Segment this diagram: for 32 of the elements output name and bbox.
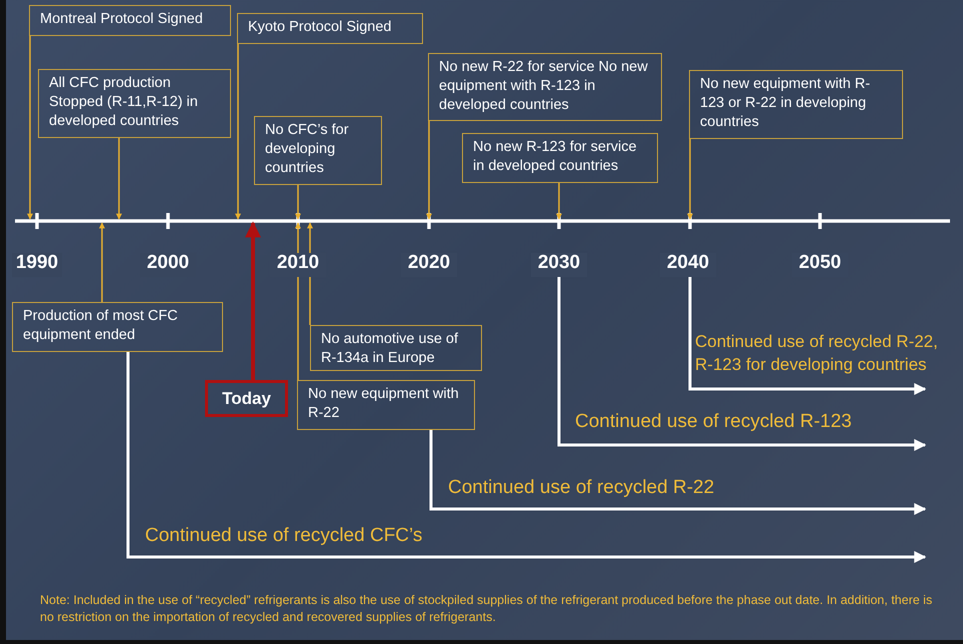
leader-line <box>235 44 241 220</box>
leader-line <box>116 138 122 220</box>
event-box: All CFC production Stopped (R-11,R-12) in developed countries <box>38 69 231 138</box>
arrow <box>430 430 926 515</box>
edge-label: Continued use of recycled R-22, R-123 for developing countries <box>695 331 939 376</box>
year-label: 1990 <box>12 253 62 277</box>
event-box: No CFC’s for developing countries <box>254 116 382 185</box>
leader-line <box>426 121 432 220</box>
event-box: Montreal Protocol Signed <box>29 5 231 36</box>
footnote: Note: Included in the use of “recycled” refrigerants is also the use of stockpiled supplies of the refrigerant produced before the phase out date. In addition, there is no restriction on the importation of recycled and recovered supplies of refrigerants. <box>40 592 934 626</box>
event-box: No new R-22 for service No new equipment with R-123 in developed countries <box>428 53 662 121</box>
event-box: No new equipment with R-22 <box>297 380 475 430</box>
edge-label: Continued use of recycled CFC’s <box>145 524 422 548</box>
arrow <box>126 352 926 563</box>
leader-line <box>556 183 562 220</box>
leader-line <box>27 36 33 220</box>
event-box: No automotive use of R-134a in Europe <box>310 325 482 371</box>
event-box: No new equipment with R-123 or R-22 in developing countries <box>689 70 903 139</box>
arrow <box>558 277 926 451</box>
year-label: 2030 <box>531 253 587 277</box>
today-box: Today <box>205 380 288 417</box>
timeline-axis <box>15 213 950 229</box>
leader-line <box>295 185 301 220</box>
edge-label: Continued use of recycled R-22 <box>448 476 714 500</box>
event-box: Production of most CFC equipment ended <box>12 302 223 352</box>
arrow <box>245 221 261 380</box>
arrow <box>688 277 926 395</box>
leader-line <box>687 139 693 220</box>
event-box: No new R-123 for service in developed countries <box>462 133 658 183</box>
leader-line <box>99 222 105 302</box>
event-box: Kyoto Protocol Signed <box>237 13 423 44</box>
edge-label: Continued use of recycled R-123 <box>575 410 852 434</box>
